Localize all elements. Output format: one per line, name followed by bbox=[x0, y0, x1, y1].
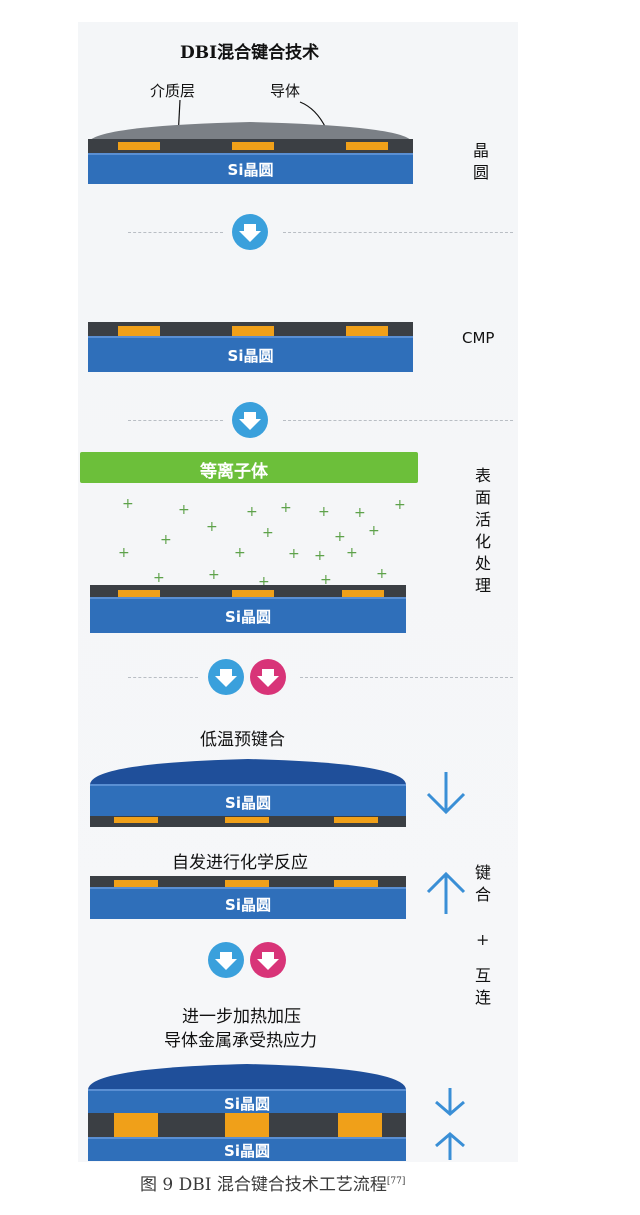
metal-pad bbox=[232, 326, 274, 336]
plasma-ion-icon: + bbox=[314, 548, 326, 564]
side-label-wafer: 晶圆 bbox=[472, 141, 489, 182]
down-pressure-arrow-icon bbox=[426, 772, 466, 815]
label-dielectric: 介质层 bbox=[150, 82, 196, 100]
down-arrow-icon bbox=[232, 402, 268, 438]
down-arrow-icon bbox=[232, 214, 268, 250]
metal-pad bbox=[346, 142, 388, 150]
plasma-ion-icon: + bbox=[368, 523, 380, 539]
metal-pad bbox=[232, 590, 274, 597]
down-arrow-icon bbox=[208, 659, 244, 695]
top-wafer-dome bbox=[90, 759, 406, 785]
step-heat-press-line1: 进一步加热加压 bbox=[182, 1007, 301, 1027]
metal-pad bbox=[232, 142, 274, 150]
metal-pad bbox=[334, 880, 378, 887]
down-pressure-arrow-icon bbox=[435, 1088, 465, 1116]
si-wafer: Si晶圆 bbox=[90, 597, 406, 633]
si-wafer-top: Si晶圆 bbox=[88, 1089, 406, 1115]
figure-caption-text: 图 9 DBI 混合键合技术工艺流程 bbox=[140, 1175, 387, 1195]
metal-pad bbox=[118, 590, 160, 597]
plasma-ion-icon: + bbox=[160, 532, 172, 548]
merged-metal-pad bbox=[114, 1113, 158, 1137]
plasma-bar bbox=[80, 452, 418, 483]
plasma-ion-icon: + bbox=[153, 570, 165, 586]
side-label-activation: 表面活化处理 bbox=[474, 466, 491, 595]
deposited-dielectric-dome bbox=[88, 122, 413, 144]
top-wafer-dome bbox=[88, 1064, 406, 1090]
plasma-ion-icon: + bbox=[318, 504, 330, 520]
metal-pad bbox=[225, 880, 269, 887]
plasma-ion-icon: + bbox=[234, 545, 246, 561]
step-low-temp-bond: 低温预键合 bbox=[200, 730, 285, 750]
step-chemical-reaction: 自发进行化学反应 bbox=[172, 853, 308, 873]
side-label-interconnect: 互连 bbox=[474, 966, 491, 1007]
plasma-ion-icon: + bbox=[206, 519, 218, 535]
si-wafer-top: Si晶圆 bbox=[90, 784, 406, 818]
metal-pad bbox=[118, 326, 160, 336]
plasma-ion-icon: + bbox=[346, 545, 358, 561]
up-pressure-arrow-icon bbox=[435, 1132, 465, 1160]
si-wafer: Si晶圆 bbox=[88, 1137, 406, 1161]
stage-divider bbox=[128, 232, 223, 233]
metal-pad bbox=[114, 817, 158, 823]
stage-divider bbox=[300, 677, 513, 678]
plasma-ion-icon: + bbox=[288, 546, 300, 562]
plasma-ion-icon: + bbox=[354, 505, 366, 521]
si-wafer: Si晶圆 bbox=[90, 887, 406, 919]
si-wafer: Si晶圆 bbox=[88, 153, 413, 184]
plasma-ion-icon: + bbox=[118, 545, 130, 561]
plasma-ion-icon: + bbox=[122, 496, 134, 512]
plasma-label: 等离子体 bbox=[200, 462, 268, 482]
plasma-ion-icon: + bbox=[376, 566, 388, 582]
side-label-cmp: CMP bbox=[462, 329, 495, 347]
down-arrow-icon bbox=[208, 942, 244, 978]
plasma-ion-icon: + bbox=[246, 504, 258, 520]
plasma-ion-icon: + bbox=[208, 567, 220, 583]
metal-pad bbox=[225, 817, 269, 823]
metal-pad bbox=[346, 326, 388, 336]
side-label-bond: 键合 bbox=[474, 863, 491, 904]
down-arrow-icon bbox=[250, 942, 286, 978]
metal-pad bbox=[118, 142, 160, 150]
stage-divider bbox=[128, 677, 198, 678]
label-conductor: 导体 bbox=[270, 82, 301, 100]
down-arrow-icon bbox=[250, 659, 286, 695]
figure-caption-ref: [77] bbox=[386, 1176, 406, 1187]
metal-pad bbox=[114, 880, 158, 887]
plasma-ion-icon: + bbox=[334, 529, 346, 545]
merged-metal-pad bbox=[225, 1113, 269, 1137]
plasma-ion-icon: + bbox=[280, 500, 292, 516]
metal-pad bbox=[342, 590, 384, 597]
side-label-plus: + bbox=[476, 930, 490, 949]
diagram-title: DBI混合键合技术 bbox=[180, 43, 320, 63]
stage-divider bbox=[128, 420, 223, 421]
plasma-ion-icon: + bbox=[320, 572, 332, 588]
up-pressure-arrow-icon bbox=[426, 871, 466, 914]
stage-divider bbox=[283, 232, 513, 233]
metal-pad bbox=[334, 817, 378, 823]
plasma-ion-icon: + bbox=[178, 502, 190, 518]
figure-caption: 图 9 DBI 混合键合技术工艺流程[77] bbox=[140, 1170, 405, 1195]
merged-metal-pad bbox=[338, 1113, 382, 1137]
step-heat-press-line2: 导体金属承受热应力 bbox=[164, 1031, 317, 1051]
plasma-ion-icon: + bbox=[262, 525, 274, 541]
si-wafer: Si晶圆 bbox=[88, 336, 413, 372]
stage-divider bbox=[283, 420, 513, 421]
plasma-ion-icon: + bbox=[258, 574, 270, 590]
plasma-ion-icon: + bbox=[394, 497, 406, 513]
